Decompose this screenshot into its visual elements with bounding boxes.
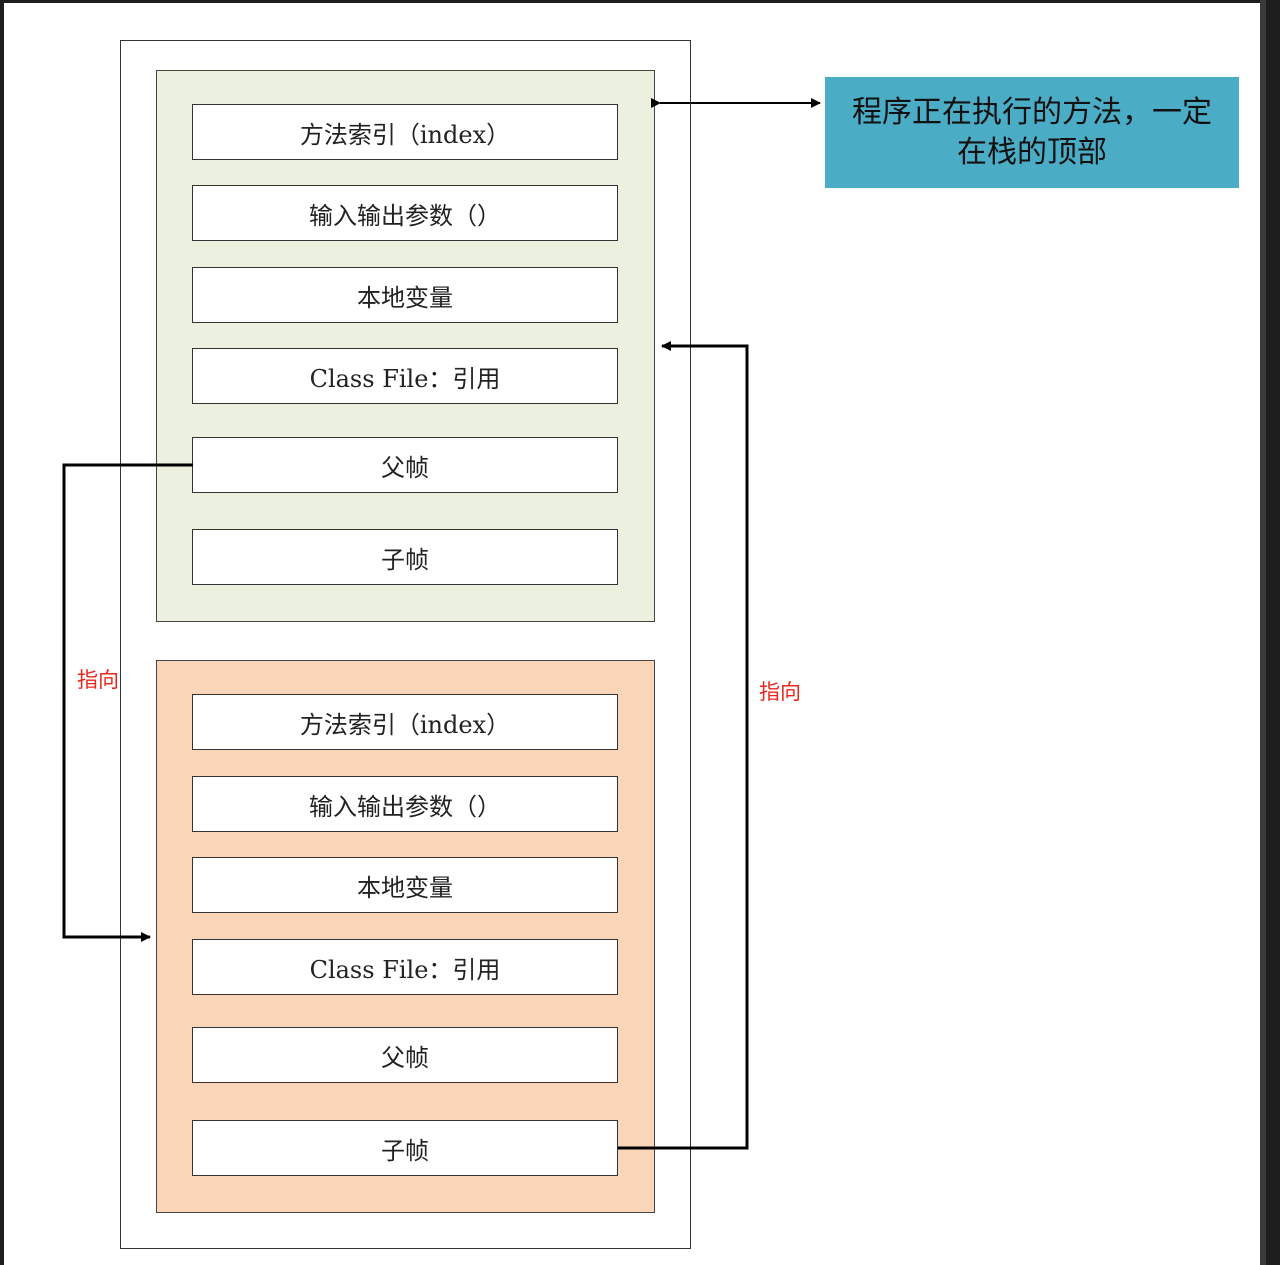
frame-top-child-frame: 子帧 [192,529,618,585]
frame-bottom-classfile-ref: Class File：引用 [192,939,618,995]
callout-text: 程序正在执行的方法，一定在栈的顶部 [852,94,1212,170]
frame-bottom-child-frame: 子帧 [192,1120,618,1176]
frame-bottom-io-params: 输入输出参数（） [192,776,618,832]
window-edge-right [1266,0,1280,1265]
frame-top-local-vars: 本地变量 [192,267,618,323]
arrow-label-right: 指向 [759,680,801,704]
scrollbar-track[interactable] [1260,0,1266,1265]
frame-top-parent-frame: 父帧 [192,437,618,493]
window-edge-top [0,0,1280,3]
frame-bottom-local-vars: 本地变量 [192,857,618,913]
frame-bottom-parent-frame: 父帧 [192,1027,618,1083]
frame-top-classfile-ref: Class File：引用 [192,348,618,404]
arrow-label-left: 指向 [77,668,119,692]
callout-top-of-stack: 程序正在执行的方法，一定在栈的顶部 [825,77,1239,188]
frame-top-io-params: 输入输出参数（） [192,185,618,241]
frame-top-method-index: 方法索引（index） [192,104,618,160]
window-edge-left [0,0,4,1265]
frame-bottom-method-index: 方法索引（index） [192,694,618,750]
